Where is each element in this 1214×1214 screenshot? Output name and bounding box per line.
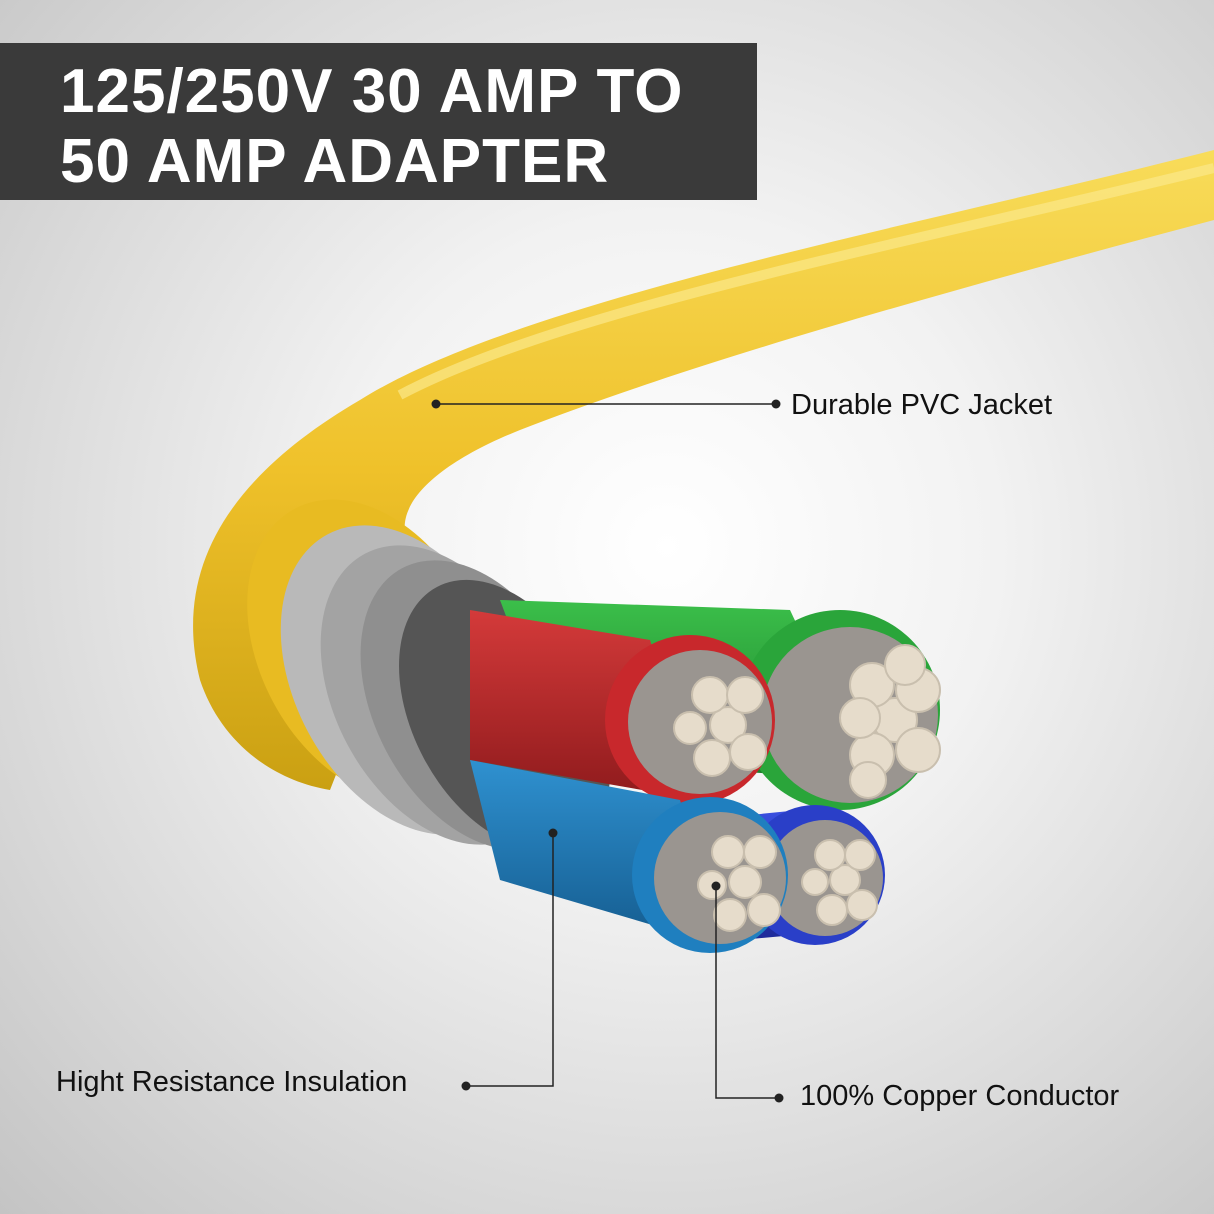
title-banner: 125/250V 30 AMP TO 50 AMP ADAPTER (0, 43, 757, 200)
title-line-2: 50 AMP ADAPTER (60, 127, 610, 196)
callout-conductor-label: 100% Copper Conductor (800, 1080, 1120, 1112)
title-line-1: 125/250V 30 AMP TO (60, 57, 684, 126)
callout-insulation-label: Hight Resistance Insulation (56, 1066, 408, 1098)
callout-lines (431, 399, 784, 1103)
callout-jacket-label: Durable PVC Jacket (791, 389, 1053, 421)
blue-wire (470, 760, 788, 953)
red-wire (470, 610, 775, 805)
